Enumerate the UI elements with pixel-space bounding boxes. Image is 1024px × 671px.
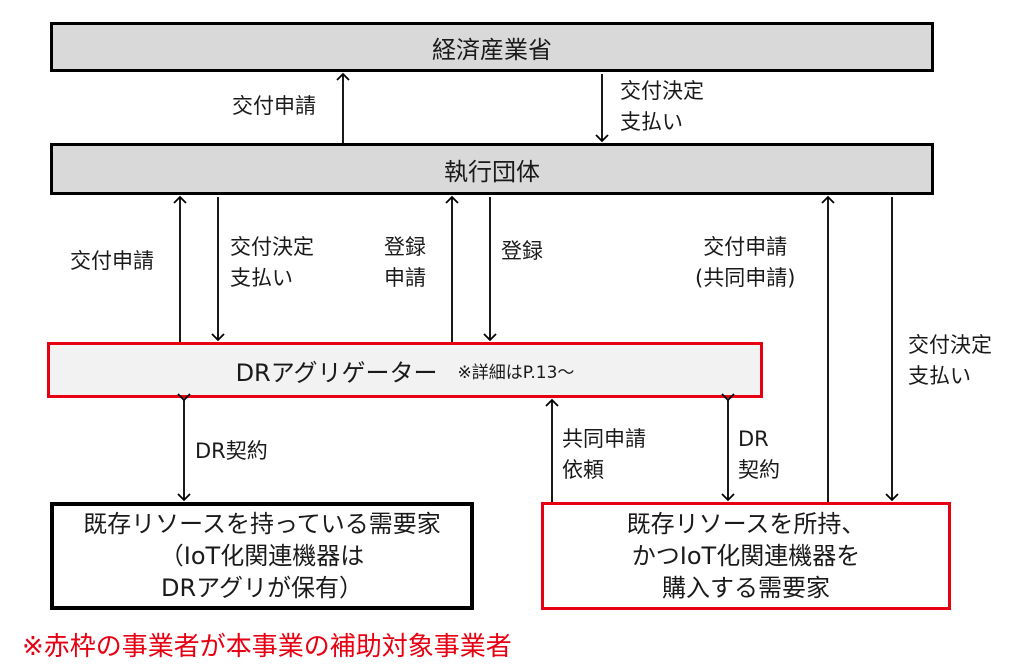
consumer-right-line-1: 既存リソースを所持、 <box>626 510 866 538</box>
label-dr-contract-left: DR契約 <box>195 439 268 463</box>
consumer-right-line-3: 購入する需要家 <box>662 574 830 602</box>
aggregator-label: DRアグリゲーター <box>235 358 438 387</box>
consumer-left-line-1: 既存リソースを持っている需要家 <box>83 510 441 538</box>
footnote: ※赤枠の事業者が本事業の補助対象事業者 <box>22 632 512 662</box>
consumer-right-box: 既存リソースを所持、 かつIoT化関連機器を 購入する需要家 <box>541 502 951 610</box>
executor-label: 執行団体 <box>444 157 540 186</box>
label-apply-left: 交付申請 <box>70 249 154 273</box>
aggregator-note: ※詳細はP.13～ <box>457 362 575 383</box>
label-decision-top: 交付決定 支払い <box>620 79 704 134</box>
consumer-left-line-2: （IoT化関連機器は <box>159 542 365 570</box>
label-decision-left: 交付決定 支払い <box>230 235 314 290</box>
consumer-left-line-3: DRアグリが保有） <box>161 574 363 602</box>
label-decision-right: 交付決定 支払い <box>908 333 992 388</box>
label-joint-request: 共同申請 依頼 <box>562 427 646 482</box>
meti-box: 経済産業省 <box>50 22 934 72</box>
meti-label: 経済産業省 <box>432 35 552 64</box>
label-apply-top: 交付申請 <box>232 94 316 118</box>
label-register-apply: 登録 申請 <box>384 235 426 290</box>
consumer-left-box: 既存リソースを持っている需要家 （IoT化関連機器は DRアグリが保有） <box>50 502 474 610</box>
label-joint-apply: 交付申請 (共同申請) <box>695 235 796 290</box>
consumer-right-line-2: かつIoT化関連機器を <box>631 542 861 570</box>
label-dr-contract-right: DR 契約 <box>738 427 780 482</box>
label-register: 登録 <box>501 239 543 263</box>
aggregator-box: DRアグリゲーター ※詳細はP.13～ <box>47 342 763 398</box>
executor-box: 執行団体 <box>50 143 934 195</box>
